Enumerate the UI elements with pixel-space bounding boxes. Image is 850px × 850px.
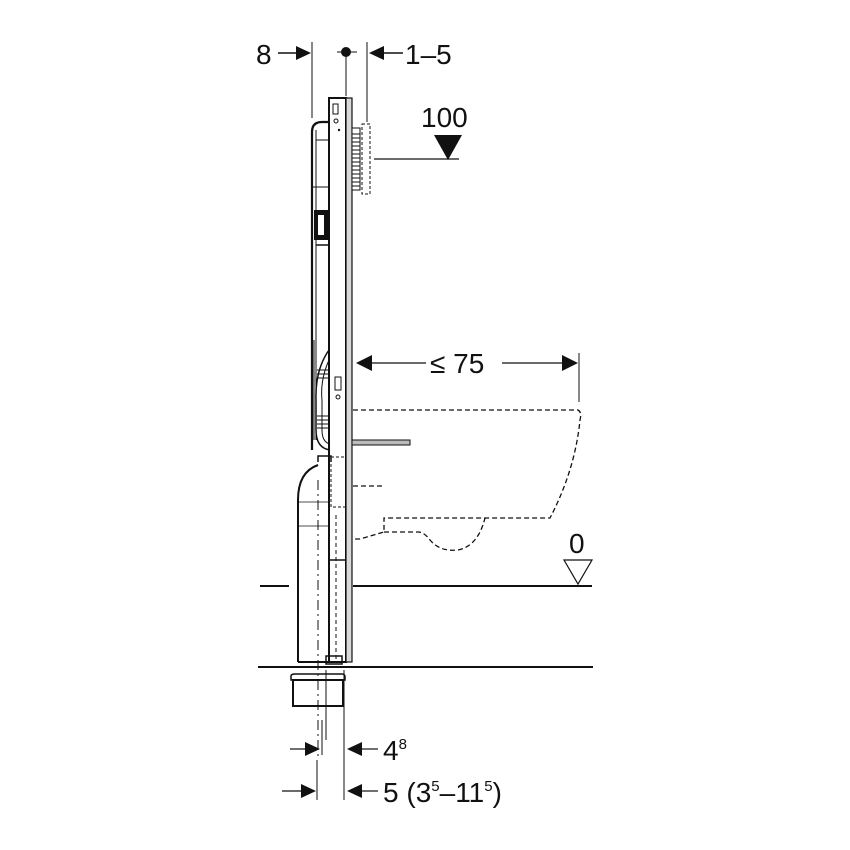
- top-dimension-left: 8: [256, 39, 313, 118]
- bottom-dimension-upper: 48: [290, 720, 407, 766]
- dim-5-range-label: 5 (35–115): [383, 777, 502, 808]
- arrow-right-icon: [296, 46, 311, 60]
- height-marker-100: 100: [374, 102, 468, 160]
- arrow-left-icon: [347, 784, 362, 798]
- bowl-projection-dimension: ≤ 75: [356, 348, 580, 402]
- arrow-right-icon: [301, 784, 316, 798]
- top-dimension-right: 1–5: [366, 39, 452, 122]
- dim-4-8-label: 48: [383, 735, 407, 766]
- arrow-left-icon: [369, 46, 384, 60]
- floor-level-marker: 0: [562, 528, 594, 586]
- axis-marker: [337, 47, 357, 96]
- arrow-left-icon: [356, 355, 372, 371]
- dim-1-5-label: 1–5: [405, 39, 452, 70]
- level-triangle-outline-icon: [562, 559, 594, 586]
- installation-frame: [290, 97, 411, 800]
- dim-0-label: 0: [569, 528, 585, 559]
- dim-8-label: 8: [256, 39, 272, 70]
- arrow-right-icon: [305, 742, 320, 756]
- wc-bowl-outline: [353, 409, 582, 551]
- dim-100-label: 100: [421, 102, 468, 133]
- bottom-dimension-lower: 5 (35–115): [282, 760, 502, 808]
- dim-75-label: ≤ 75: [430, 348, 484, 379]
- arrow-right-icon: [562, 355, 578, 371]
- level-triangle-filled-icon: [434, 135, 462, 160]
- arrow-left-icon: [347, 742, 362, 756]
